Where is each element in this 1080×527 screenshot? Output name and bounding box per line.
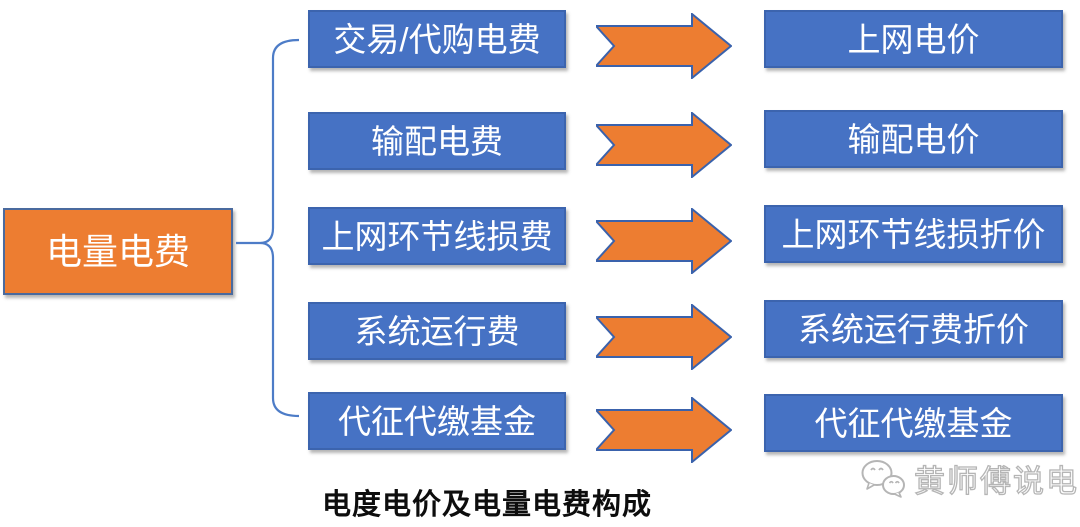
node-source-1: 交易/代购电费 — [308, 10, 566, 68]
node-target-5: 代征代缴基金 — [764, 394, 1063, 452]
node-label: 输配电费 — [371, 122, 503, 160]
node-source-3: 上网环节线损费 — [308, 207, 566, 265]
node-source-2: 输配电费 — [308, 112, 566, 170]
node-label: 代征代缴基金 — [338, 402, 536, 440]
diagram-caption: 电度电价及电量电费构成 — [322, 489, 653, 521]
node-label: 代征代缴基金 — [814, 404, 1013, 442]
watermark-text: 黄师傅说电 — [913, 463, 1079, 499]
node-label: 上网环节线损费 — [321, 217, 553, 255]
node-source-5: 代征代缴基金 — [308, 392, 566, 450]
node-root-total-fee: 电量电费 — [3, 208, 233, 295]
node-label: 系统运行费 — [354, 312, 520, 350]
arrow-right-icon — [596, 304, 732, 370]
node-label: 上网环节线损折价 — [781, 215, 1046, 253]
node-label: 电量电费 — [45, 230, 190, 272]
node-label: 系统运行费折价 — [798, 310, 1029, 348]
wechat-icon — [861, 459, 905, 498]
node-target-3: 上网环节线损折价 — [764, 205, 1063, 263]
node-source-4: 系统运行费 — [308, 302, 566, 360]
node-label: 输配电价 — [847, 120, 980, 158]
node-target-1: 上网电价 — [764, 10, 1063, 68]
arrow-right-icon — [596, 208, 732, 274]
arrow-right-icon — [596, 112, 732, 178]
node-label: 交易/代购电费 — [333, 20, 541, 58]
arrow-right-icon — [596, 397, 732, 463]
node-label: 上网电价 — [847, 20, 980, 58]
node-target-4: 系统运行费折价 — [764, 300, 1063, 358]
arrow-right-icon — [596, 13, 732, 79]
node-target-2: 输配电价 — [764, 110, 1063, 168]
watermark: 黄师傅说电 — [860, 456, 1079, 501]
